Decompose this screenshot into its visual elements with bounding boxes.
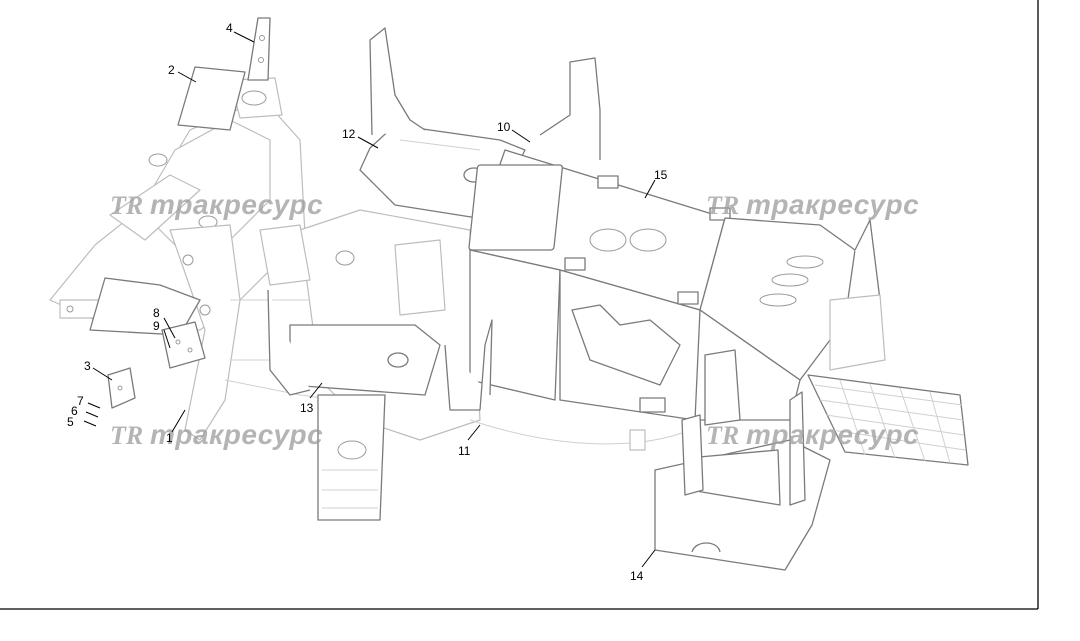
part-14-rear-box — [654, 391, 831, 571]
svg-text:4: 4 — [226, 21, 233, 35]
watermark-3: TR тракресурс — [110, 419, 323, 450]
svg-text:TR: TR — [706, 421, 739, 450]
svg-text:тракресурс: тракресурс — [150, 419, 323, 450]
svg-text:5: 5 — [67, 415, 74, 429]
rear-grille — [807, 374, 969, 466]
handrail-left — [369, 27, 426, 136]
watermark-1: TR тракресурс — [110, 189, 323, 220]
svg-text:9: 9 — [153, 319, 160, 333]
callout-15: 15 — [644, 168, 668, 199]
callout-4: 4 — [226, 21, 255, 43]
svg-text:TR: TR — [110, 421, 143, 450]
svg-text:тракресурс: тракресурс — [746, 419, 919, 450]
part-13-step-cover — [267, 289, 441, 396]
svg-text:тракресурс: тракресурс — [746, 189, 919, 220]
callout-1: 1 — [166, 409, 186, 445]
callout-7: 7 — [77, 394, 84, 408]
part-4-strap — [247, 17, 271, 81]
callout-6: 6 — [71, 404, 78, 418]
svg-text:7: 7 — [77, 394, 84, 408]
rear-body-assembly — [694, 217, 856, 426]
callout-5: 5 — [67, 415, 74, 429]
part-10-handrail — [539, 57, 601, 160]
callout-8: 8 — [153, 306, 176, 339]
svg-text:6: 6 — [71, 404, 78, 418]
svg-text:11: 11 — [458, 444, 471, 458]
part-11-handrail — [444, 319, 493, 411]
svg-text:тракресурс: тракресурс — [150, 189, 323, 220]
rear-counterweight — [829, 294, 886, 371]
svg-text:TR: TR — [706, 191, 739, 220]
svg-text:15: 15 — [654, 168, 668, 182]
svg-text:14: 14 — [630, 569, 644, 583]
callout-3: 3 — [84, 359, 113, 381]
svg-text:10: 10 — [497, 120, 511, 134]
svg-text:3: 3 — [84, 359, 91, 373]
watermark-2: TR тракресурс — [706, 189, 919, 220]
svg-text:12: 12 — [342, 127, 356, 141]
callout-11: 11 — [458, 424, 481, 458]
callout-9: 9 — [153, 319, 171, 349]
svg-text:13: 13 — [300, 401, 314, 415]
rear-grille-mesh — [814, 379, 966, 464]
callout-14: 14 — [630, 549, 656, 583]
watermark-4: TR тракресурс — [706, 419, 919, 450]
svg-text:1: 1 — [166, 431, 173, 445]
part-15-engine-hood — [468, 149, 731, 421]
loader-frame-assembly — [49, 77, 421, 441]
callout-13: 13 — [300, 382, 323, 415]
svg-text:TR: TR — [110, 191, 143, 220]
callout-10: 10 — [497, 120, 531, 143]
access-steps — [317, 394, 386, 521]
part-1-side-panel — [89, 277, 201, 336]
bolts-5-6-7 — [83, 402, 101, 427]
callout-2: 2 — [168, 63, 197, 83]
part-2-plate — [177, 66, 246, 131]
svg-text:2: 2 — [168, 63, 175, 77]
callout-12: 12 — [342, 127, 379, 149]
svg-text:8: 8 — [153, 306, 160, 320]
